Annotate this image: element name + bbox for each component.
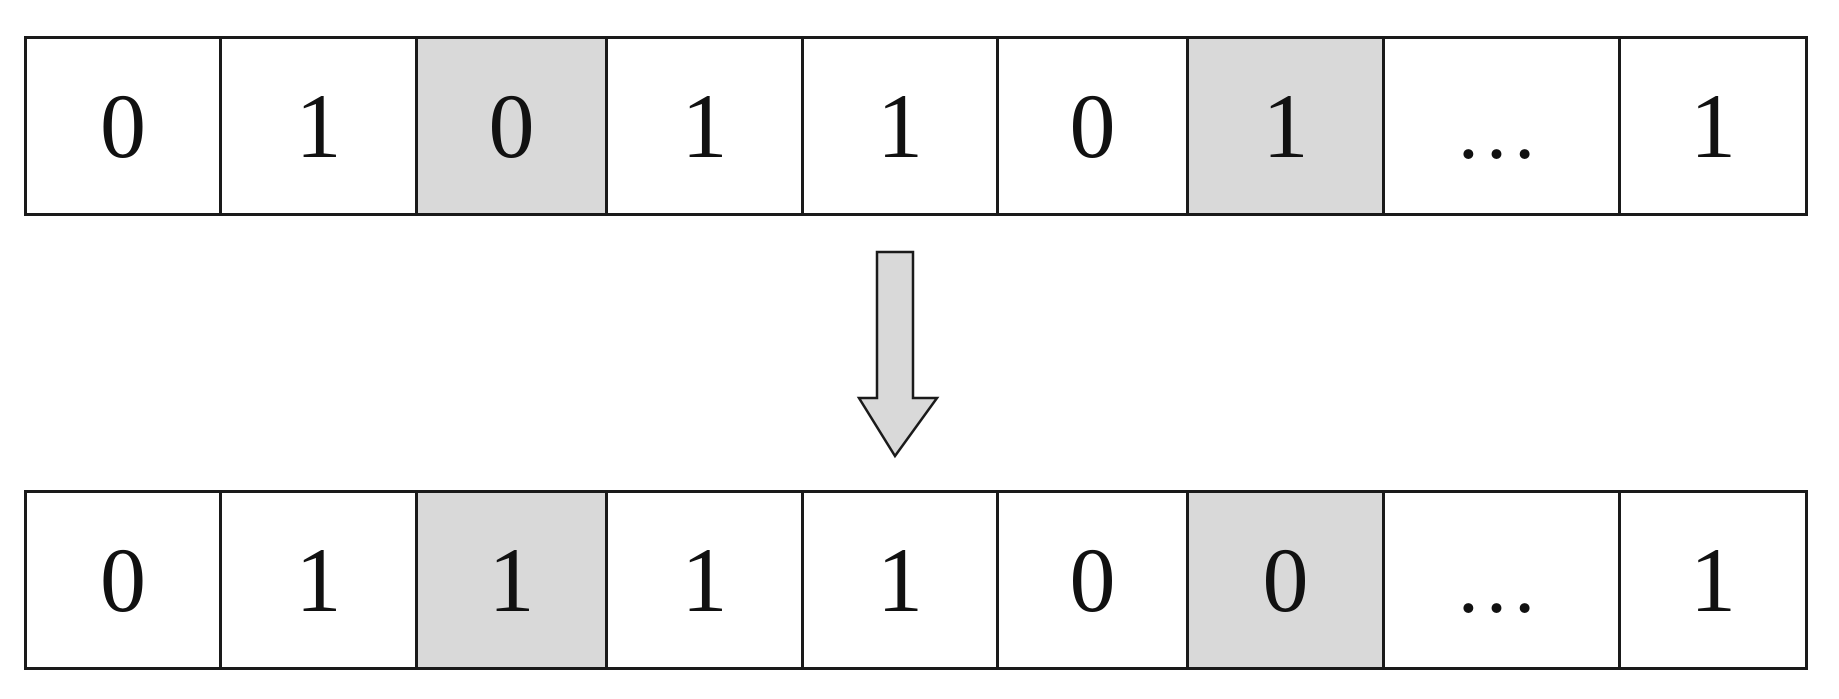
bit-cell: 1 <box>222 39 418 213</box>
bit-cell: 0 <box>27 493 222 667</box>
bit-cell: 1 <box>1621 39 1805 213</box>
bit-cell: 1 <box>608 39 804 213</box>
ellipsis-cell: … <box>1385 39 1621 213</box>
bit-cell: 1 <box>222 493 418 667</box>
bit-string-after: 0 1 1 1 1 0 0 … 1 <box>24 490 1808 670</box>
bit-cell-highlighted: 0 <box>1189 493 1385 667</box>
bit-cell: 1 <box>608 493 804 667</box>
bit-string-before: 0 1 0 1 1 0 1 … 1 <box>24 36 1808 216</box>
bit-cell: 1 <box>1621 493 1805 667</box>
bit-cell: 1 <box>804 39 999 213</box>
bit-cell: 1 <box>804 493 999 667</box>
bit-cell-highlighted: 1 <box>418 493 608 667</box>
bit-cell: 0 <box>999 493 1189 667</box>
bit-cell: 0 <box>999 39 1189 213</box>
bit-cell-highlighted: 0 <box>418 39 608 213</box>
arrow-down-icon <box>856 250 940 459</box>
bit-cell-highlighted: 1 <box>1189 39 1385 213</box>
bit-cell: 0 <box>27 39 222 213</box>
ellipsis-cell: … <box>1385 493 1621 667</box>
